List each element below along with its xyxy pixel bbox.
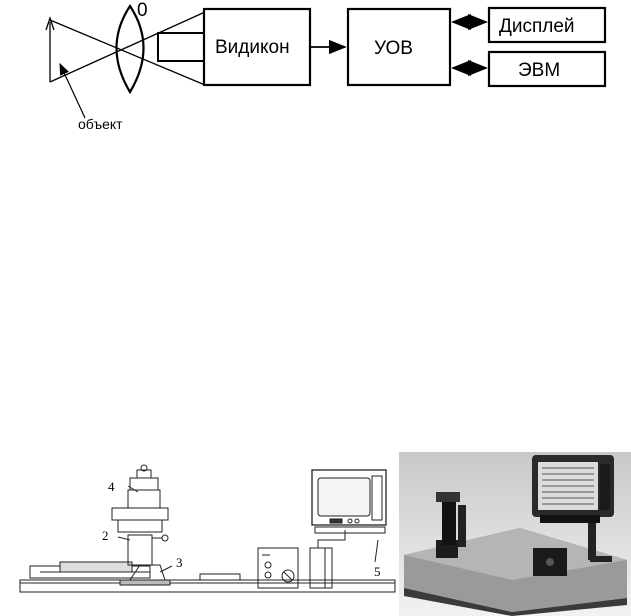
installation-photo <box>399 452 631 616</box>
lens-icon <box>115 3 145 95</box>
vidicon-tube <box>157 32 205 62</box>
callout-3: 4 <box>108 479 115 494</box>
display-label: Дисплей <box>499 16 575 37</box>
apparatus-drawing <box>19 464 396 593</box>
uov-label: УОВ <box>374 38 413 59</box>
object-pointer <box>59 62 86 119</box>
callout-2: 2 <box>102 528 109 543</box>
evm-label: ЭВМ <box>518 60 560 81</box>
evm-block <box>487 50 607 88</box>
callout-4: 3 <box>176 555 183 570</box>
object-label: объект <box>78 116 123 132</box>
display-block <box>487 6 607 44</box>
optical-schematic <box>45 3 607 119</box>
callout-5: 5 <box>374 564 381 579</box>
vidicon-label: Видикон <box>215 37 290 58</box>
uov-block <box>346 7 452 87</box>
lens-label: 0 <box>137 0 148 21</box>
